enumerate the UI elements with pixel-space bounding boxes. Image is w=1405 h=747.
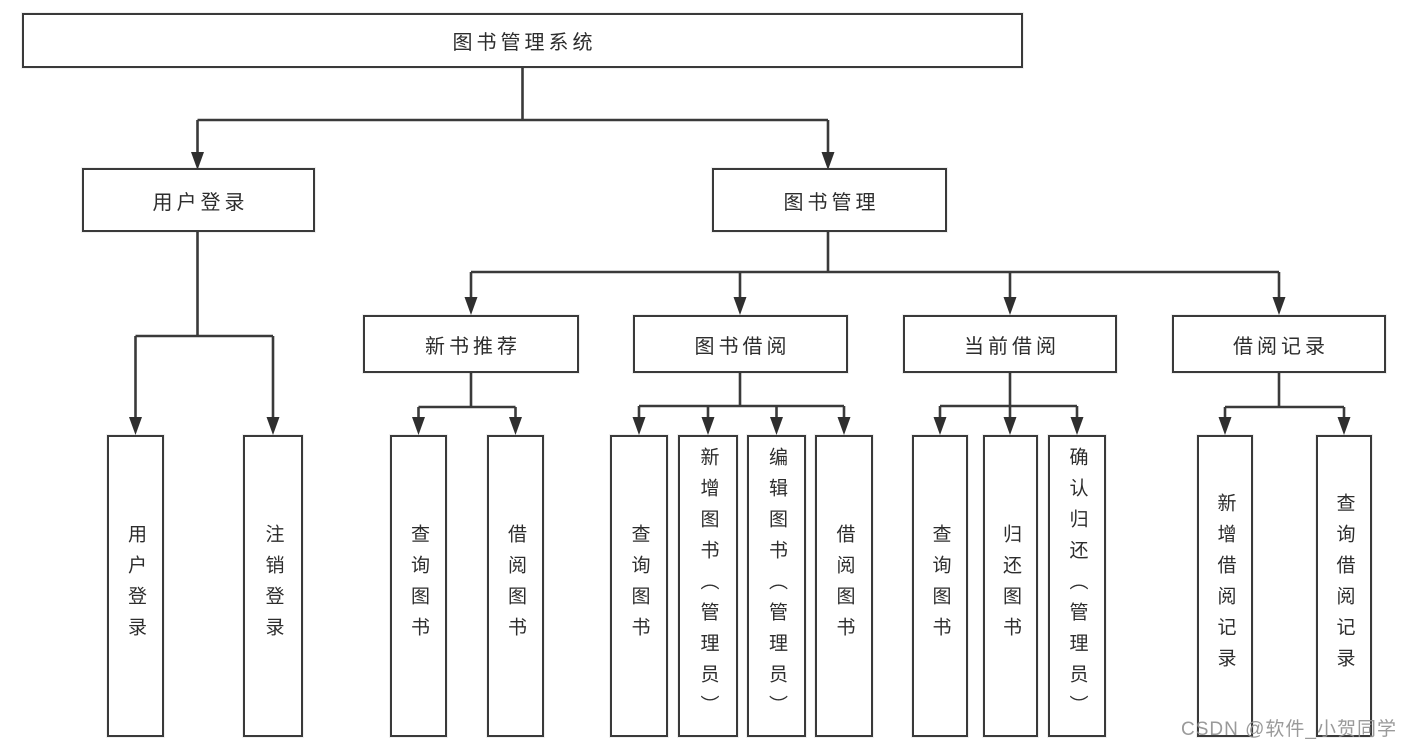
node-book-management: 图书管理: [712, 168, 947, 232]
leaf-logout: 注销登录: [243, 435, 303, 737]
connector-user-login-to-leaves: [129, 232, 280, 435]
node-book-borrowing: 图书借阅: [633, 315, 848, 373]
connector-borrowing-records-to-leaves: [1218, 373, 1351, 435]
leaf-borrow-books-recommend: 借阅图书: [487, 435, 544, 737]
connector-current-borrowing-to-leaves: [933, 373, 1084, 435]
leaf-return-book: 归还图书: [983, 435, 1038, 737]
node-user-login: 用户登录: [82, 168, 315, 232]
node-root-system: 图书管理系统: [22, 13, 1023, 68]
leaf-add-book-admin: 新增图书（管理员）: [678, 435, 738, 737]
csdn-watermark: CSDN @软件_小贺同学: [1181, 719, 1397, 740]
connector-book-borrowing-to-leaves: [632, 373, 851, 435]
connector-book-management-to-level3: [464, 232, 1286, 315]
leaf-add-borrow-record: 新增借阅记录: [1197, 435, 1253, 737]
leaf-query-books-borrowing: 查询图书: [610, 435, 668, 737]
leaf-edit-book-admin: 编辑图书（管理员）: [747, 435, 806, 737]
leaf-user-login: 用户登录: [107, 435, 164, 737]
node-borrowing-records: 借阅记录: [1172, 315, 1386, 373]
leaf-query-borrow-record: 查询借阅记录: [1316, 435, 1372, 737]
leaf-query-books-recommend: 查询图书: [390, 435, 447, 737]
node-new-book-recommend: 新书推荐: [363, 315, 579, 373]
leaf-confirm-return-admin: 确认归还（管理员）: [1048, 435, 1106, 737]
leaf-query-books-current: 查询图书: [912, 435, 968, 737]
connector-root-to-level2: [191, 68, 835, 170]
leaf-borrow-books: 借阅图书: [815, 435, 873, 737]
node-current-borrowing: 当前借阅: [903, 315, 1117, 373]
connector-new-book-recommend-to-leaves: [412, 373, 522, 435]
